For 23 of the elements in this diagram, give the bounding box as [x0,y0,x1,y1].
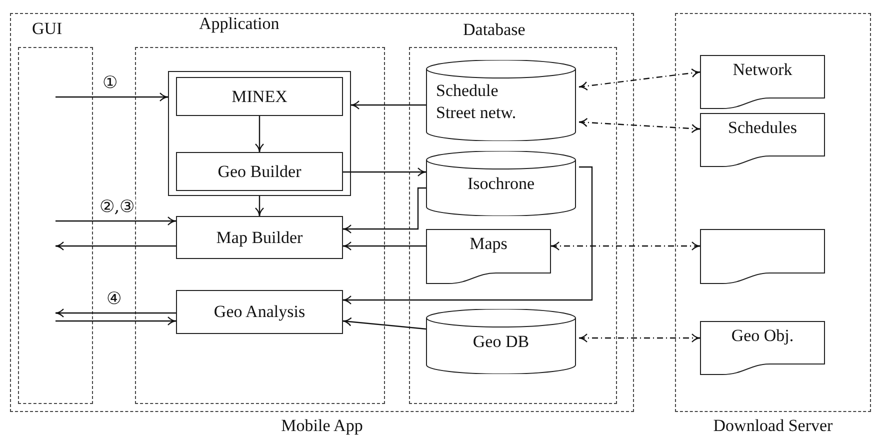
box-label: MINEX [232,86,288,106]
shape-label: Schedule [436,80,498,102]
shape-label: Geo DB [472,331,530,353]
box-label: Map Builder [216,228,303,248]
process-box [176,152,343,191]
shape-label: Street netw. [436,102,516,124]
box-label: Geo Analysis [214,302,306,322]
shape-label: Schedules [728,117,797,139]
group-heading: GUI [32,19,62,39]
group-heading: Application [197,14,282,34]
box-label: Geo Builder [218,162,302,182]
edge-label: ②,③ [98,197,136,217]
shape-label: Maps [470,233,508,255]
process-box [176,77,343,116]
outer-frame-box [168,71,351,196]
group-heading: Download Server [712,416,834,436]
group-heading: Database [463,20,526,40]
shape-label: Network [732,59,792,81]
shape-label: Geo Obj. [731,325,794,347]
shape-label: Isochrone [467,173,535,195]
process-box [176,216,343,259]
group-heading: Mobile App [280,416,364,436]
process-box [176,290,343,334]
